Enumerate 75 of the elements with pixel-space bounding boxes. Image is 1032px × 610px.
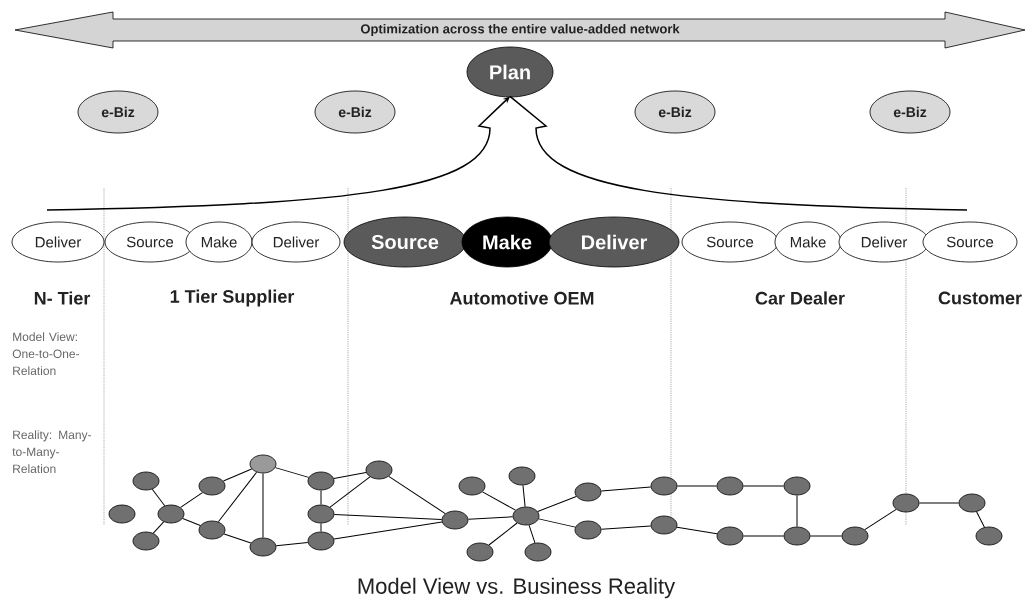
connector-line — [742, 535, 785, 537]
connector-line — [274, 467, 310, 478]
network-node — [574, 482, 602, 502]
connector-line — [600, 486, 652, 492]
connector-line — [796, 494, 798, 528]
connector-line — [333, 521, 443, 540]
network-node — [307, 471, 335, 491]
network-node — [249, 454, 277, 474]
connector-line — [180, 492, 203, 508]
network-node — [650, 515, 678, 535]
connector-line — [388, 475, 446, 515]
network-node — [508, 466, 536, 486]
tier-label: Automotive OEM — [449, 291, 594, 305]
network-node — [441, 510, 469, 530]
connector-line — [222, 468, 253, 482]
network-node — [132, 471, 160, 491]
note-text: Model View: One-to-One-Relation — [12, 332, 80, 375]
network-node — [716, 476, 744, 496]
connector-line — [538, 518, 576, 528]
network-node — [574, 520, 602, 540]
network-node — [108, 504, 136, 524]
connector-line — [320, 522, 322, 533]
network-node — [458, 476, 486, 496]
connector-line — [467, 516, 514, 520]
connector-line — [600, 525, 652, 530]
network-node — [958, 493, 986, 513]
connector-line — [488, 522, 518, 546]
connector-line — [275, 541, 309, 547]
connector-line — [676, 526, 718, 535]
connector-line — [151, 488, 166, 507]
network-node — [466, 542, 494, 562]
note-text: Reality: Many-to-Many-Relation — [12, 430, 91, 473]
network-node — [249, 537, 277, 557]
tier-label: 1 Tier Supplier — [170, 289, 295, 307]
network-node — [892, 493, 920, 513]
network-node — [512, 506, 540, 526]
connector-line — [676, 485, 718, 487]
network-node — [524, 542, 552, 562]
network-node — [650, 476, 678, 496]
network-node — [841, 526, 869, 546]
connector-line — [182, 518, 201, 526]
network-node — [716, 526, 744, 546]
connector-line — [262, 472, 264, 539]
connector-line — [223, 533, 252, 544]
network-node — [132, 531, 160, 551]
connector-line — [537, 496, 577, 512]
network-node — [365, 460, 393, 480]
network-node — [198, 520, 226, 540]
connector-line — [918, 502, 960, 504]
merging-arrow — [46, 95, 968, 211]
connector-line — [522, 484, 526, 508]
network-node — [783, 476, 811, 496]
tier-label: Customer — [938, 291, 1022, 305]
tier-label: N- Tier — [34, 291, 91, 305]
connector-line — [528, 524, 536, 544]
connector-line — [976, 511, 985, 528]
connector-line — [152, 521, 165, 534]
network-node — [157, 504, 185, 524]
network-node — [783, 526, 811, 546]
connector-line — [217, 471, 258, 523]
network-node — [307, 531, 335, 551]
connector-line — [333, 514, 443, 520]
connector-line — [864, 508, 897, 531]
connector-line — [809, 535, 843, 537]
connector-line — [329, 476, 371, 508]
connector-line — [482, 491, 516, 511]
network-node — [307, 504, 335, 524]
connector-line — [742, 485, 785, 487]
connector-line — [320, 489, 322, 506]
caption: Model View vs. Business Reality — [358, 577, 676, 599]
double-arrow-band: Optimization across the entire value-added network — [14, 11, 1026, 49]
network-node — [975, 526, 1003, 546]
tier-label: Car Dealer — [755, 291, 845, 305]
network-node — [198, 476, 226, 496]
connector-line — [333, 471, 367, 480]
